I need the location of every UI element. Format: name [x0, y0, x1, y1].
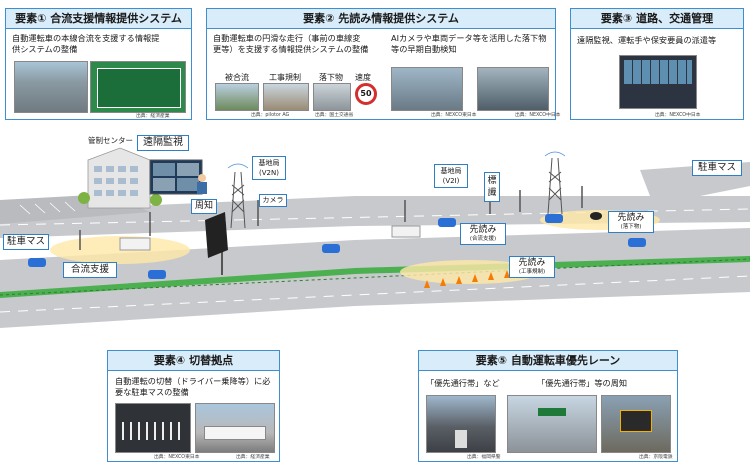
panel-traffic-management: 要素③ 道路、交通管理 遠隔監視、運転手や保安要員の派遣等 出典：NEXCO中日… [570, 8, 744, 120]
panel-description: 自動運転の切替（ドライバー乗降等）に必 要な駐車マスの整備 [115, 376, 271, 397]
overhead-sign-photo [507, 395, 597, 453]
priority-lane-label-right: 「優先通行帯」等の周知 [537, 378, 628, 388]
truck [391, 225, 421, 238]
label-debris: 落下物 [319, 73, 343, 82]
truck-yard-photo [195, 403, 275, 453]
car [322, 244, 340, 253]
photo-source: 出典：NEXCO東日本 [431, 113, 477, 118]
label-speed: 速度 [355, 73, 371, 82]
priority-lane-road-photo [426, 395, 496, 453]
sign-label: 標識 [484, 172, 500, 202]
photo-source: 出典：NEXCO東日本 [154, 455, 200, 460]
ai-camera-photo [391, 67, 463, 111]
parking-left-label: 駐車マス [3, 234, 49, 250]
car [545, 214, 563, 223]
lookahead-debris-callout: 先読み (落下物) [608, 211, 654, 233]
control-center-label: 管制センター [88, 136, 133, 145]
construction-photo [263, 83, 309, 111]
message-board [205, 212, 228, 275]
control-room-photo [619, 55, 697, 109]
photo-source: 出典：NEXCO中日本 [655, 113, 701, 118]
debris-tire [590, 212, 602, 220]
photo-source: 出典：経済産業 [136, 114, 170, 119]
panel-priority-lane: 要素⑤ 自動運転車優先レーン 「優先通行帯」など 「優先通行帯」等の周知 出典：… [418, 350, 678, 462]
vehicle-data-photo [477, 67, 549, 111]
panel-title: 要素⑤ 自動運転車優先レーン [419, 351, 677, 371]
photo-source: 出典：経済産業 [236, 455, 270, 460]
panel-title: 要素④ 切替拠点 [108, 351, 279, 371]
label-construction: 工事規制 [269, 73, 301, 82]
far-carriageway [0, 196, 750, 238]
base-station-v2n [230, 171, 246, 229]
parking-lines [19, 201, 76, 215]
photo-source: 出典：福岡県警 [467, 455, 501, 460]
remote-monitoring-label: 遠隔監視 [137, 135, 189, 151]
merge-sign-photo [90, 61, 186, 113]
parking-right-label: 駐車マス [692, 160, 742, 176]
traffic-cones [424, 270, 510, 288]
panel-description: 自動運転車の本線合流を支援する情報提 供システムの整備 [12, 33, 160, 54]
signal-waves [227, 151, 566, 169]
base-station-v2n-label: 基地局 (V2N) [252, 156, 286, 180]
panel-title: 要素③ 道路、交通管理 [571, 9, 743, 29]
car [28, 258, 46, 267]
base-station-v2i [547, 157, 563, 215]
base-station-v2i-label: 基地局 (V2I) [434, 164, 468, 188]
vehicles [28, 214, 646, 279]
notice-label: 周知 [191, 199, 217, 214]
car [628, 238, 646, 247]
photo-source: 出典：pilotor AG [251, 113, 290, 118]
panel-title: 要素① 合流支援情報提供システム [6, 9, 191, 29]
photo-source: 出典：京阪電鉄 [639, 455, 673, 460]
debris-photo [313, 83, 351, 111]
lookahead-merge-callout: 先読み (合流支援) [460, 223, 506, 245]
speed-sign-icon: 50 [355, 83, 377, 105]
control-center-building [78, 147, 162, 209]
merge-support-label: 合流支援 [63, 262, 117, 278]
merging-photo [215, 83, 259, 111]
photo-source: 出典：NEXCO中日本 [515, 113, 561, 118]
median-strip [0, 256, 750, 298]
label-merging: 被合流 [225, 73, 249, 82]
panel-merge-support: 要素① 合流支援情報提供システム 自動運転車の本線合流を支援する情報提 供システ… [5, 8, 192, 120]
car [438, 218, 456, 227]
photo-source: 出典：国土交通省 [315, 113, 354, 118]
panel-title: 要素② 先読み情報提供システム [207, 9, 555, 29]
monitoring-screen [149, 159, 207, 195]
median-dots [0, 258, 750, 296]
camera-label: カメラ [259, 194, 287, 207]
message-sign-photo [601, 395, 671, 453]
truck [119, 237, 151, 251]
panel-description: 遠隔監視、運転手や保安要員の派遣等 [577, 35, 717, 45]
parking-photo [115, 403, 191, 453]
panel-lookahead-info: 要素② 先読み情報提供システム 自動運転車の円滑な走行（事前の車線変 更等）を支… [206, 8, 560, 120]
priority-lane-label-left: 「優先通行帯」など [426, 378, 500, 388]
panel-description-left: 自動運転車の円滑な走行（事前の車線変 更等）を支援する情報提供システムの整備 [213, 33, 369, 54]
panel-description-right: AIカメラや車両データ等を活用した落下物 等の早期自動検知 [391, 33, 547, 54]
panel-switching-base: 要素④ 切替拠点 自動運転の切替（ドライバー乗降等）に必 要な駐車マスの整備 出… [107, 350, 280, 462]
car [148, 270, 166, 279]
lookahead-construction-callout: 先読み (工事規制) [509, 256, 555, 278]
highway-photo [14, 61, 88, 113]
